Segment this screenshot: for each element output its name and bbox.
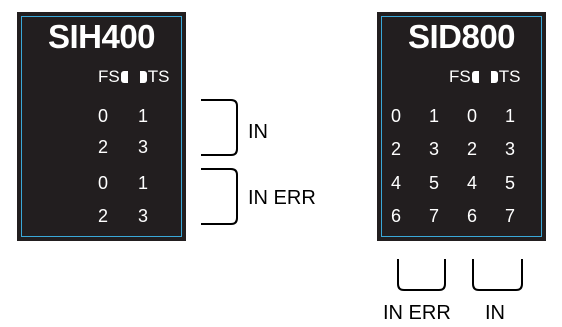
sih400-in-err-label: IN ERR (248, 187, 316, 209)
led-label: 6 (466, 206, 477, 226)
ts-label: TS (498, 67, 521, 86)
led-label: 0 (97, 106, 108, 126)
led-label: 6 (390, 206, 401, 226)
led-label: 2 (466, 139, 477, 159)
led-label: 3 (137, 137, 148, 157)
led-label: 1 (428, 106, 439, 126)
sid800-in-err-bracket (397, 259, 446, 291)
ts-label: TS (147, 67, 170, 86)
sid800-frame (381, 16, 542, 237)
ts-lamp-icon (490, 70, 498, 83)
led-label: 3 (137, 206, 148, 226)
led-label: 1 (137, 106, 148, 126)
fs-lamp-icon (120, 70, 128, 83)
sih400-title: SIH400 (47, 18, 156, 55)
led-label: 4 (390, 173, 401, 193)
sih400-in-err-bracket (201, 168, 238, 225)
sid800-fs-ts-indicator: FS TS (449, 68, 520, 85)
sid800-module: SID800 FS TS 0 1 0 1 2 3 2 3 4 5 4 5 6 7… (377, 12, 546, 241)
led-label: 1 (504, 106, 515, 126)
led-label: 7 (504, 206, 515, 226)
led-label: 0 (97, 173, 108, 193)
sid800-in-err-label: IN ERR (383, 302, 451, 324)
sih400-frame (21, 16, 182, 237)
led-label: 7 (428, 206, 439, 226)
ts-lamp-icon (139, 70, 147, 83)
led-label: 2 (97, 137, 108, 157)
led-label: 2 (97, 206, 108, 226)
sih400-fs-ts-indicator: FS TS (98, 68, 169, 85)
led-label: 4 (466, 173, 477, 193)
led-label: 5 (504, 173, 515, 193)
sih400-in-bracket (201, 99, 238, 156)
sid800-in-label: IN (485, 302, 505, 324)
sid800-in-bracket (472, 259, 523, 291)
fs-label: FS (98, 67, 120, 86)
led-label: 0 (466, 106, 477, 126)
fs-lamp-icon (471, 70, 479, 83)
fs-label: FS (449, 67, 471, 86)
led-label: 0 (390, 106, 401, 126)
sih400-module: SIH400 FS TS 0 1 2 3 0 1 2 3 (17, 12, 186, 241)
led-label: 2 (390, 139, 401, 159)
led-label: 3 (428, 139, 439, 159)
sih400-in-label: IN (248, 121, 268, 143)
led-label: 5 (428, 173, 439, 193)
led-label: 3 (504, 139, 515, 159)
sid800-title: SID800 (407, 18, 516, 55)
led-label: 1 (137, 173, 148, 193)
